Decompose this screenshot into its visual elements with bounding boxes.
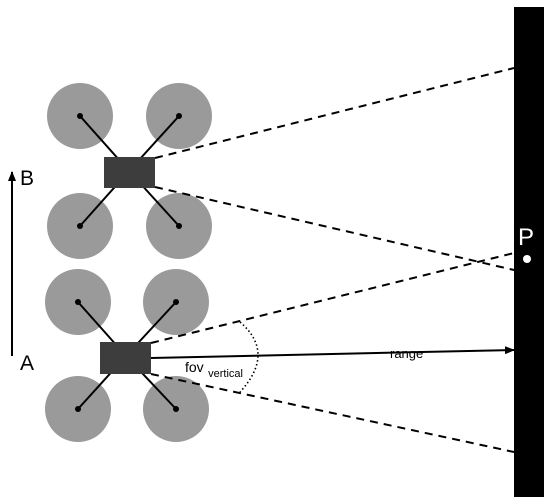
label-a: A [20, 352, 34, 375]
drone-upper [47, 83, 212, 259]
label-fov: fov vertical [185, 359, 243, 380]
motor-lower-bl [75, 406, 81, 412]
fov-lower-top-line [150, 252, 515, 344]
label-p: P [518, 224, 534, 251]
label-fov-sub: vertical [208, 368, 243, 380]
drone-lower [45, 269, 209, 442]
label-range: range [390, 346, 423, 361]
fov-upper-bottom-line [154, 186, 515, 271]
motor-lower-tl [75, 299, 81, 305]
label-b: B [20, 167, 34, 190]
motor-lower-tr [173, 299, 179, 305]
motor-upper-br [176, 223, 182, 229]
fov-upper-top-line [154, 67, 515, 159]
wall [514, 7, 544, 497]
motor-upper-tl [77, 113, 83, 119]
motor-upper-tr [176, 113, 182, 119]
label-fov-main: fov [185, 359, 204, 375]
range-arrow [150, 346, 515, 359]
fov-angle-arc [239, 321, 259, 393]
motor-lower-br [173, 406, 179, 412]
motor-upper-bl [77, 223, 83, 229]
fov-lower-bottom-line [150, 373, 515, 453]
drone-body-upper [104, 157, 155, 188]
drone-body-lower [100, 342, 151, 374]
point-p-marker [523, 255, 531, 263]
